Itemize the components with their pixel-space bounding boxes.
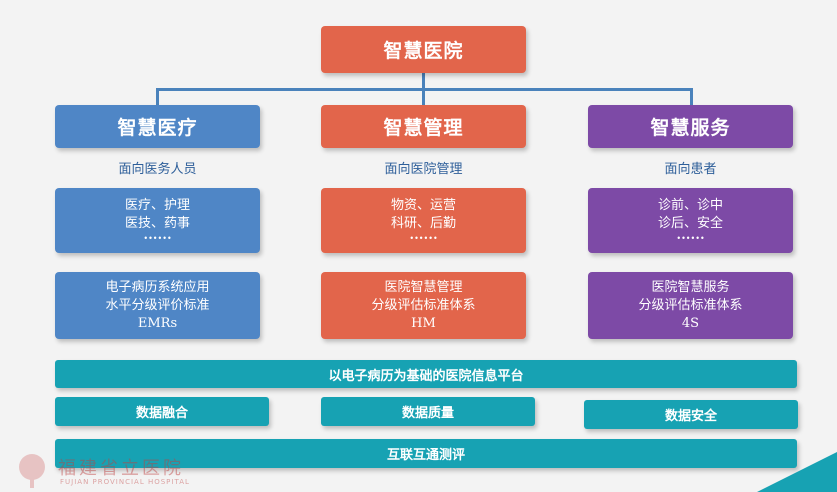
smart-hospital-label: 智慧医院 xyxy=(383,40,464,62)
management-audience-label: 面向医院管理 xyxy=(384,162,463,177)
medical-standard-card: 电子病历系统应用 水平分级评价标准 EMRs xyxy=(55,272,260,339)
info-platform-bar: 以电子病历为基础的医院信息平台 xyxy=(55,360,797,388)
smart-medical-box: 智慧医疗 xyxy=(55,105,260,148)
medical-scope-line-2: 医技、药事 xyxy=(124,215,190,231)
smart-service-title: 智慧服务 xyxy=(650,117,731,139)
service-scope-ellipsis: •••••• xyxy=(676,233,705,243)
interop-assessment-label: 互联互通测评 xyxy=(386,448,465,463)
smart-medical-title: 智慧医疗 xyxy=(117,117,198,139)
service-standard-line-2: 分级评估标准体系 xyxy=(638,297,743,313)
smart-management-box: 智慧管理 xyxy=(321,105,526,148)
medical-scope-card: 医疗、护理 医技、药事 •••••• xyxy=(55,188,260,253)
service-scope-line-1: 诊前、诊中 xyxy=(657,197,723,213)
connector-left-vertical xyxy=(156,88,159,106)
management-standard-line-3: HM xyxy=(411,315,436,331)
service-standard-card: 医院智慧服务 分级评估标准体系 4S xyxy=(588,272,793,339)
data-fusion-bar: 数据融合 xyxy=(55,397,269,426)
data-fusion-label: 数据融合 xyxy=(135,406,188,421)
smart-service-box: 智慧服务 xyxy=(588,105,793,148)
medical-scope-ellipsis: •••••• xyxy=(143,233,172,243)
management-scope-ellipsis: •••••• xyxy=(409,233,438,243)
connector-top-vertical xyxy=(422,73,425,89)
management-scope-line-1: 物资、运营 xyxy=(390,197,456,213)
hospital-name-cn: 福建省立医院 xyxy=(58,458,184,479)
hospital-name-en: FUJIAN PROVINCIAL HOSPITAL xyxy=(60,478,190,486)
medical-standard-line-3: EMRs xyxy=(137,315,178,331)
medical-standard-line-1: 电子病历系统应用 xyxy=(105,279,210,295)
smart-management-title: 智慧管理 xyxy=(383,117,464,139)
medical-audience-label: 面向医务人员 xyxy=(118,162,197,177)
hospital-logo: 福建省立医院 FUJIAN PROVINCIAL HOSPITAL xyxy=(12,452,232,492)
service-scope-line-2: 诊后、安全 xyxy=(657,215,723,231)
connector-right-vertical xyxy=(690,88,693,106)
smart-hospital-box: 智慧医院 xyxy=(321,26,526,73)
data-quality-label: 数据质量 xyxy=(401,406,454,421)
data-quality-bar: 数据质量 xyxy=(321,397,535,426)
corner-decoration xyxy=(757,452,837,492)
service-audience-label: 面向患者 xyxy=(664,162,717,177)
service-standard-line-3: 4S xyxy=(681,315,700,331)
interop-assessment-bar: 互联互通测评 xyxy=(55,439,797,468)
tree-emblem-icon xyxy=(19,454,45,488)
medical-scope-line-1: 医疗、护理 xyxy=(124,197,190,213)
management-scope-line-2: 科研、后勤 xyxy=(390,215,456,231)
service-scope-card: 诊前、诊中 诊后、安全 •••••• xyxy=(588,188,793,253)
management-standard-line-1: 医院智慧管理 xyxy=(384,279,463,295)
connector-middle-vertical xyxy=(422,88,425,106)
management-standard-line-2: 分级评估标准体系 xyxy=(371,297,476,313)
management-scope-card: 物资、运营 科研、后勤 •••••• xyxy=(321,188,526,253)
service-standard-line-1: 医院智慧服务 xyxy=(651,279,730,295)
data-security-label: 数据安全 xyxy=(664,409,717,424)
management-standard-card: 医院智慧管理 分级评估标准体系 HM xyxy=(321,272,526,339)
medical-standard-line-2: 水平分级评价标准 xyxy=(105,297,210,313)
info-platform-label: 以电子病历为基础的医院信息平台 xyxy=(328,368,524,384)
data-security-bar: 数据安全 xyxy=(584,400,798,429)
